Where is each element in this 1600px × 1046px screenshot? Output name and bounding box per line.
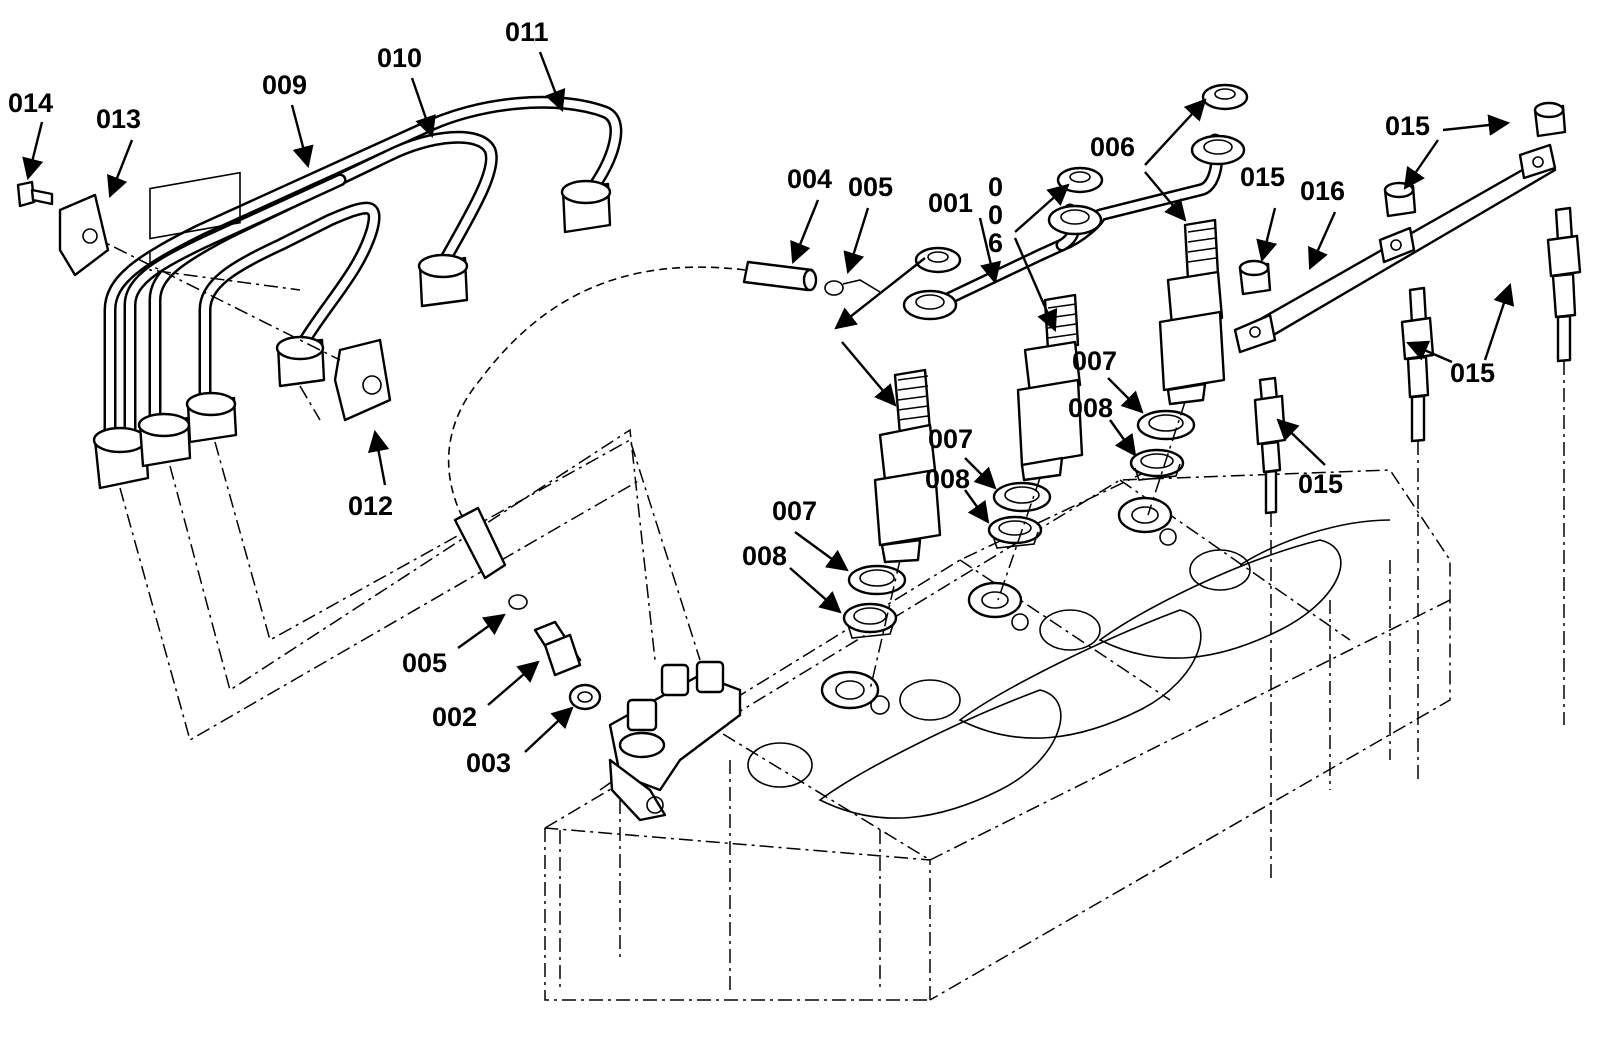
pipe-clamp bbox=[89, 234, 392, 422]
callout-006-vertical-2: 0 bbox=[988, 200, 1003, 230]
callout-008-nozzle-3: 008 bbox=[1068, 393, 1113, 423]
pump-fittings bbox=[533, 620, 602, 711]
callout-005-upper: 005 bbox=[848, 172, 893, 202]
callout-011: 011 bbox=[505, 17, 549, 47]
callout-labels: 014 013 009 010 011 012 004 005 001 0 0 … bbox=[8, 17, 1495, 778]
callout-002: 002 bbox=[432, 702, 477, 732]
callout-007-nozzle-3: 007 bbox=[1072, 346, 1117, 376]
callout-006: 006 bbox=[1090, 132, 1135, 162]
callout-007-nozzle-1: 007 bbox=[772, 496, 817, 526]
callout-016: 016 bbox=[1300, 176, 1345, 206]
callout-015-plug-right: 015 bbox=[1450, 358, 1495, 388]
leak-off-pipe bbox=[447, 83, 1249, 610]
callout-008-nozzle-2: 008 bbox=[925, 464, 970, 494]
cylinder-head bbox=[544, 469, 1451, 1001]
callout-007-nozzle-2: 007 bbox=[928, 424, 973, 454]
callout-005-lower: 005 bbox=[402, 648, 447, 678]
callout-009: 009 bbox=[262, 70, 307, 100]
injection-pipes bbox=[92, 95, 701, 742]
glow-plugs bbox=[1233, 101, 1582, 880]
clamp-and-bolt bbox=[16, 180, 110, 277]
callout-006-vertical-3: 6 bbox=[988, 228, 1003, 258]
callout-003: 003 bbox=[466, 748, 511, 778]
callout-015-nut-top: 015 bbox=[1385, 111, 1430, 141]
leader-arrows bbox=[22, 51, 1515, 753]
injection-pump bbox=[608, 660, 742, 822]
callout-014: 014 bbox=[8, 88, 53, 118]
callout-015-nut-left: 015 bbox=[1240, 162, 1285, 192]
callout-004: 004 bbox=[787, 164, 832, 194]
callout-012: 012 bbox=[348, 491, 393, 521]
callout-006-vertical-1: 0 bbox=[988, 172, 1003, 202]
callout-001: 001 bbox=[928, 188, 973, 218]
callout-008-nozzle-1: 008 bbox=[742, 541, 787, 571]
callout-015-plug-left: 015 bbox=[1298, 469, 1343, 499]
callout-013: 013 bbox=[96, 104, 141, 134]
callout-010: 010 bbox=[377, 43, 422, 73]
nozzle-holders bbox=[842, 218, 1226, 691]
